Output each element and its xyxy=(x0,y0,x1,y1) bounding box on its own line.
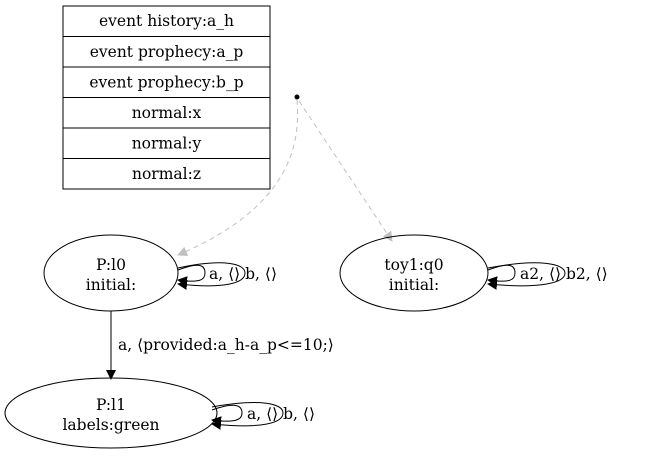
edge-p-l0-to-p-l1-label: a, ⟨provided:a_h-a_p<=10;⟩ xyxy=(118,336,334,354)
initial-point xyxy=(294,94,300,100)
state-p-l0-name: P:l0 xyxy=(96,256,126,274)
initial-arrow-to-p-l0 xyxy=(177,99,299,257)
p-l0-self-loop-a xyxy=(177,264,206,287)
p-l0-self-loop-b xyxy=(177,262,246,290)
table-row-x: normal:x xyxy=(132,104,202,122)
toy1-q0-self-loop-label: a2, ⟨⟩ b2, ⟨⟩ xyxy=(520,265,608,283)
table-row-a-h: event history:a_h xyxy=(99,12,234,30)
table-row-y: normal:y xyxy=(132,135,202,153)
p-l1-self-loop-b xyxy=(211,402,284,430)
table-row-a-p: event prophecy:a_p xyxy=(90,43,244,61)
p-l0-self-loop-label: a, ⟨⟩ b, ⟨⟩ xyxy=(209,265,277,283)
state-p-l0: P:l0 initial: xyxy=(43,234,179,312)
state-p-l0-label: initial: xyxy=(86,276,137,294)
toy1-q0-self-loop-b2 xyxy=(487,262,566,290)
table-row-b-p: event prophecy:b_p xyxy=(89,74,243,92)
state-toy1-q0-name: toy1:q0 xyxy=(384,256,443,274)
variables-table: event history:a_h event prophecy:a_p eve… xyxy=(62,5,271,190)
p-l1-self-loop-a xyxy=(211,404,243,427)
state-toy1-q0: toy1:q0 initial: xyxy=(339,234,489,312)
p-l1-self-loop-label: a, ⟨⟩ b, ⟨⟩ xyxy=(247,405,315,423)
table-row-z: normal:z xyxy=(132,165,201,183)
state-toy1-q0-label: initial: xyxy=(389,276,440,294)
state-p-l1-label: labels:green xyxy=(62,416,159,434)
state-p-l1-name: P:l1 xyxy=(96,396,126,414)
initial-arrow-to-toy1-q0 xyxy=(298,100,393,242)
state-p-l1: P:l1 labels:green xyxy=(4,377,218,449)
